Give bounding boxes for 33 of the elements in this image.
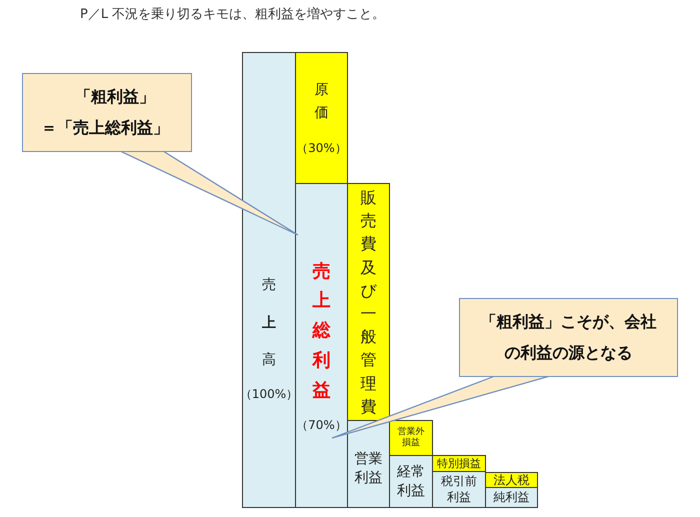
stacked-block [432, 471, 486, 508]
stacked-block [347, 183, 390, 421]
block-label: 原価 [314, 81, 328, 122]
block-label: 営業外損益 [398, 426, 424, 450]
callout-text: 「粗利益」 [74, 86, 155, 108]
block-label: 販売費及び一般管理費 [360, 187, 376, 418]
percent-label: （100%） [240, 386, 298, 404]
stacked-block [432, 455, 486, 472]
percent-label: （30%） [296, 140, 347, 157]
callout-text: ＝「売上総利益」 [41, 116, 169, 138]
block-label: 税引前利益 [441, 474, 477, 506]
block-label: 特別損益 [437, 456, 481, 471]
block-label: 売上総利益 [312, 260, 330, 403]
callout-text: 「粗利益」こそが、会社の利益の源となる [479, 311, 658, 364]
stacked-block [295, 52, 348, 184]
stacked-block [389, 455, 433, 508]
stacked-block [389, 420, 433, 456]
stacked-block [295, 183, 348, 508]
percent-label: （70%） [296, 417, 347, 434]
callout-box [459, 298, 678, 377]
block-label: 法人税 [494, 472, 530, 488]
block-label: 純利益 [494, 489, 530, 506]
block-label: 経常利益 [397, 462, 425, 500]
stacked-block [485, 487, 538, 508]
stacked-block [242, 52, 296, 508]
stacked-block [347, 420, 390, 508]
page-title: P／L 不況を乗り切るキモは、粗利益を増やすこと。 [80, 6, 386, 23]
callout-box [22, 73, 192, 152]
callout-tail [119, 150, 299, 236]
block-label: 営業利益 [354, 450, 382, 488]
callout-tail [331, 375, 551, 439]
stacked-block [485, 472, 538, 488]
block-label: 売上高 [262, 276, 276, 370]
